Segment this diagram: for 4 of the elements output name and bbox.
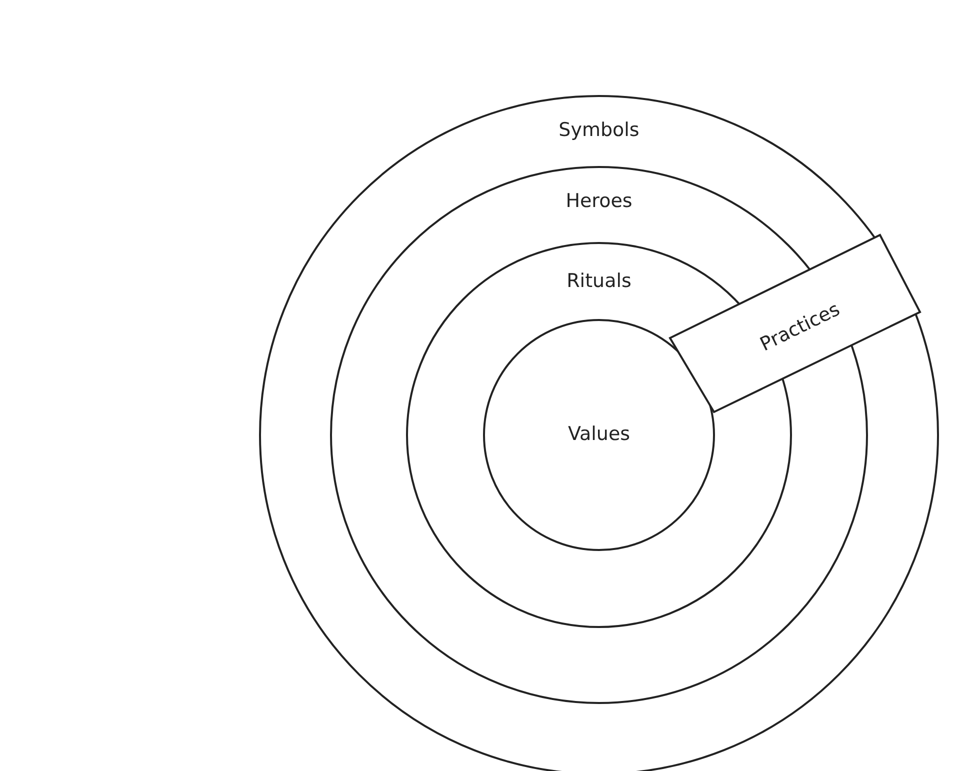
layer-label: Symbols [558, 119, 640, 141]
layer-label: Values [568, 423, 630, 445]
layer-label: Heroes [566, 190, 632, 212]
layer-label: Rituals [566, 270, 632, 292]
